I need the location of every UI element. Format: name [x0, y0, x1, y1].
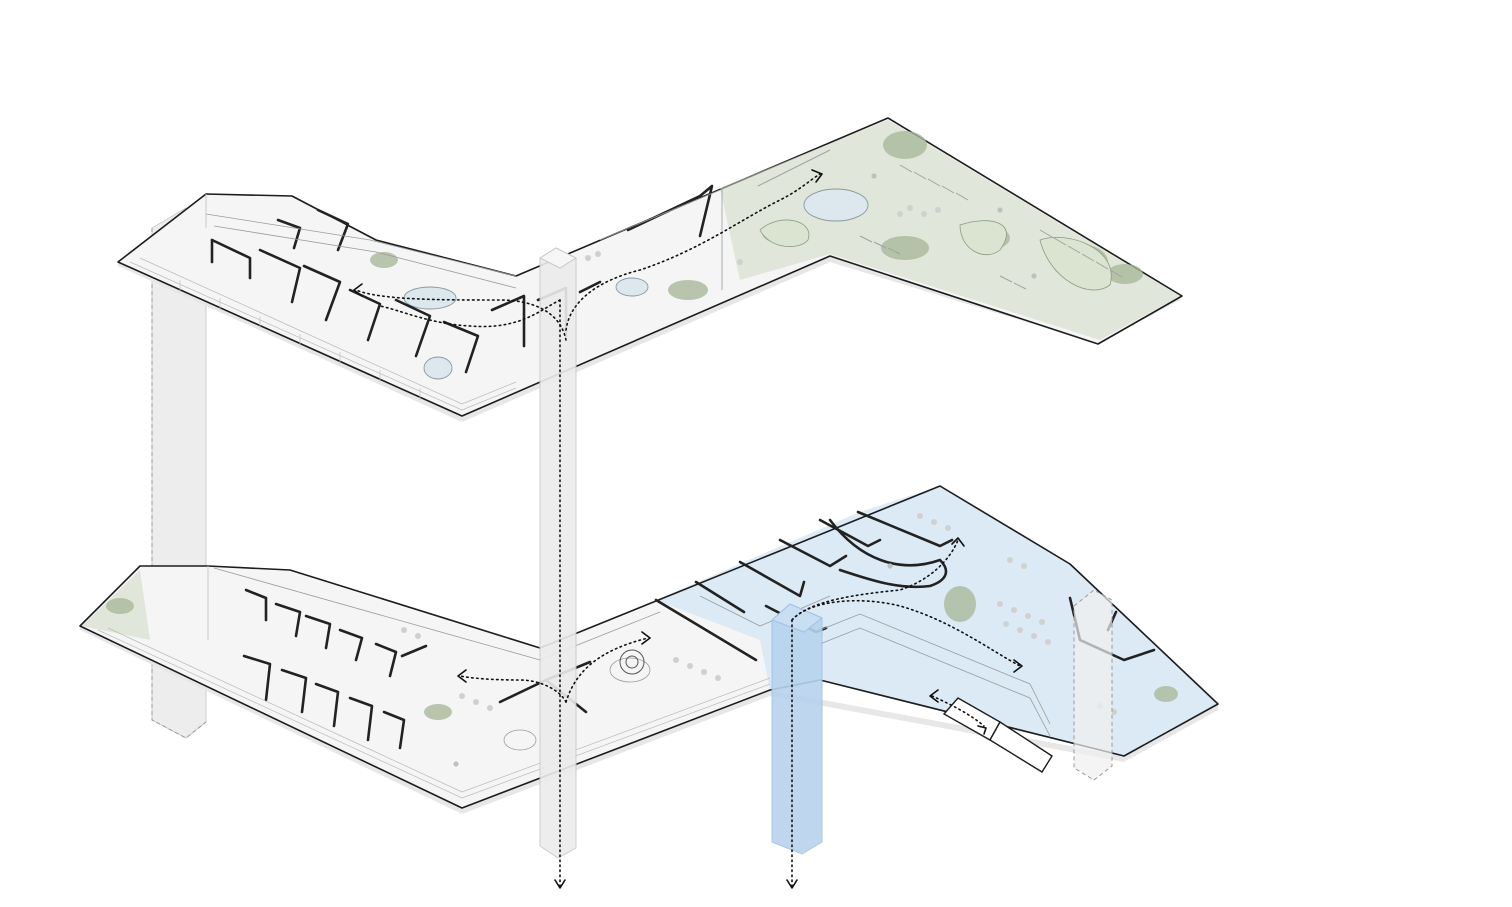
- spiral-stair: [619, 649, 645, 675]
- blue-vertical-shaft: [771, 603, 823, 855]
- pools: [403, 188, 869, 380]
- central-vertical-shaft: [538, 247, 578, 859]
- sun-loungers: [757, 149, 1123, 290]
- arrow-heads: [353, 169, 1023, 889]
- glazing-mullions: [179, 280, 421, 400]
- upper-furniture: [585, 173, 1037, 279]
- lower-room-walls: [242, 588, 758, 750]
- upper-partitions: [205, 188, 723, 290]
- slab-top-edges: [205, 194, 209, 640]
- circulation-arrows: [355, 173, 1021, 887]
- right-vertical-shaft: [1073, 589, 1113, 781]
- upper-floor-slab: [117, 117, 1183, 422]
